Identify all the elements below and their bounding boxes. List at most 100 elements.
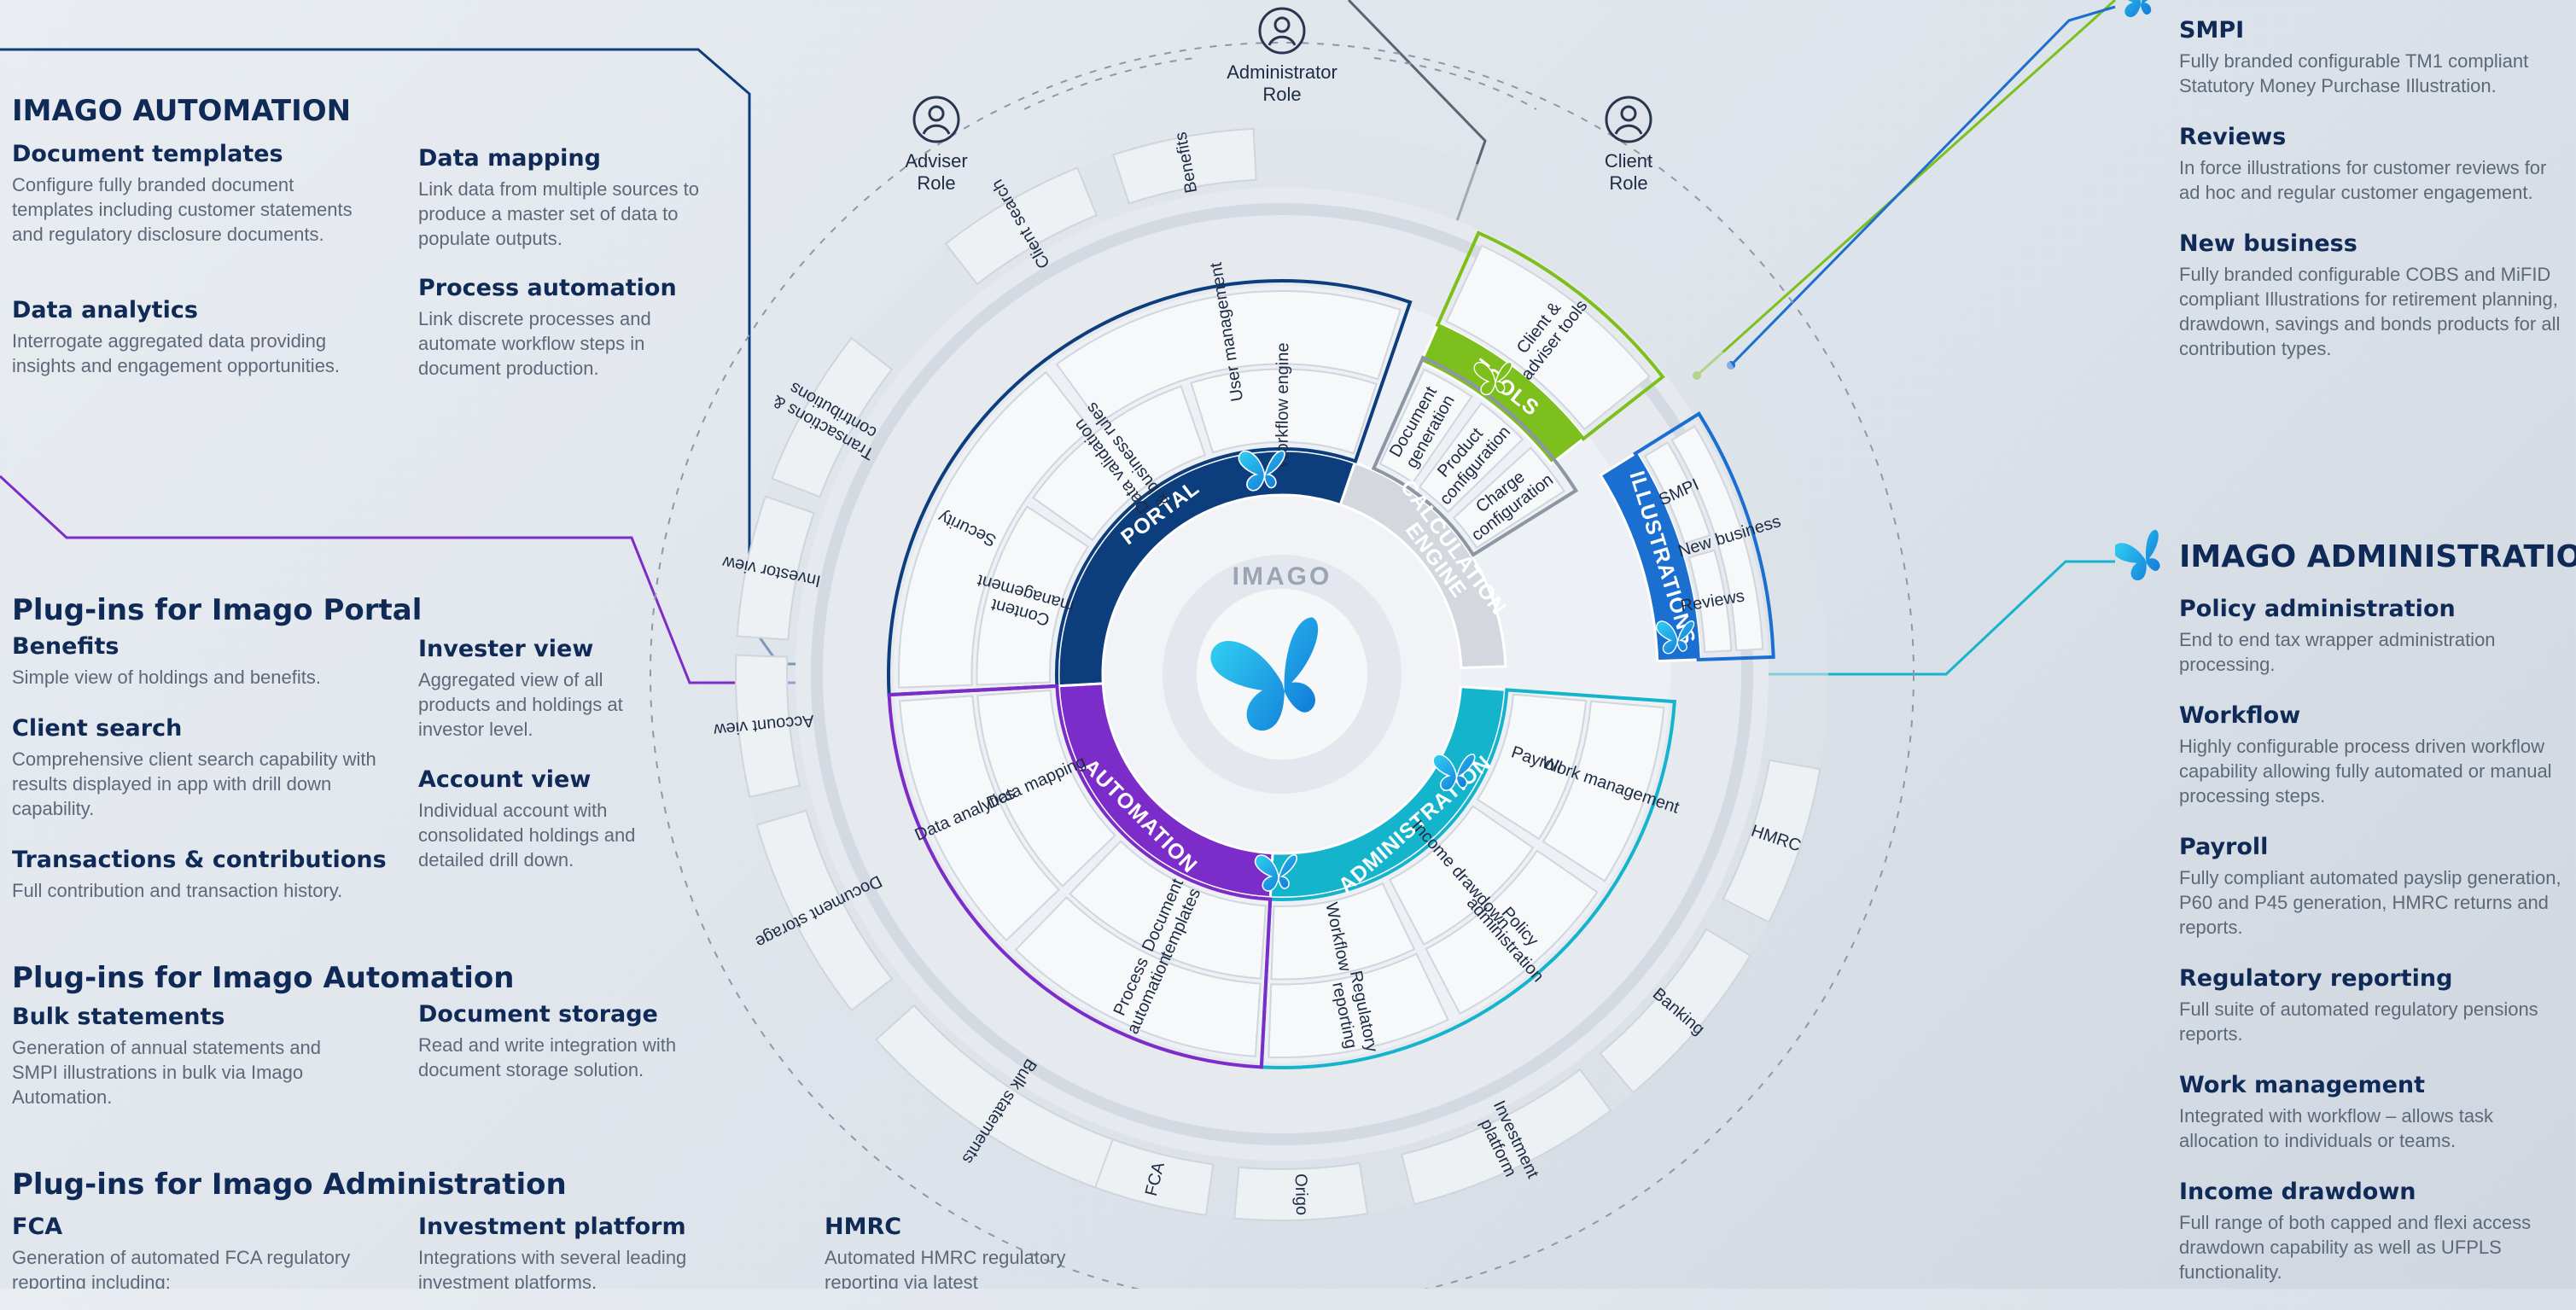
item-title: Benefits bbox=[12, 633, 119, 660]
item-desc: Configure fully branded document templat… bbox=[12, 174, 353, 245]
item-title: Policy administration bbox=[2179, 596, 2456, 622]
plugin-segment-document-storage bbox=[755, 809, 894, 1012]
module-segment-income-drawdown bbox=[1388, 805, 1535, 946]
admin-item-regulatory-reporting: Regulatory reporting Full suite of autom… bbox=[2179, 965, 2563, 1046]
plugin-segment-hmrc bbox=[1722, 759, 1821, 923]
automation-item-data-mapping: Data mapping Link data from multiple sou… bbox=[418, 145, 726, 277]
plugin-segment-account-view bbox=[735, 654, 801, 799]
admin-plugin-hmrc: HMRC Automated HMRC regulatory reporting… bbox=[825, 1214, 1098, 1289]
item-desc: Full suite of automated regulatory pensi… bbox=[2179, 999, 2538, 1045]
item-desc: Generation of automated FCA regulatory r… bbox=[12, 1247, 351, 1289]
admin-plugin-investment-platform: Investment platform Integrations with se… bbox=[418, 1214, 726, 1289]
item-desc: Fully branded configurable TM1 compliant… bbox=[2179, 50, 2529, 96]
administration-section: Policy administration End to end tax wra… bbox=[2179, 596, 2563, 1310]
item-desc: In force illustrations for customer revi… bbox=[2179, 157, 2547, 203]
module-outline-portal bbox=[887, 279, 1413, 697]
admin-item-workflow: Workflow Highly configurable process dri… bbox=[2179, 702, 2563, 808]
item-title: Document templates bbox=[12, 141, 283, 167]
item-desc: Fully compliant automated payslip genera… bbox=[2179, 867, 2561, 938]
item-title: Payroll bbox=[2179, 834, 2269, 860]
automation-item-document-templates: Document templates Configure fully brand… bbox=[12, 141, 379, 272]
diagram-segments bbox=[735, 127, 1821, 1221]
module-segment-regulatory-reporting bbox=[1268, 952, 1449, 1059]
plugin-segment-banking bbox=[1599, 928, 1751, 1094]
portal-plugin-client-search: Client search Comprehensive client searc… bbox=[12, 715, 388, 847]
automation-plugins-title: Plug-ins for Imago Automation bbox=[12, 961, 515, 995]
illustration-item-new-business: New business Fully branded configurable … bbox=[2179, 230, 2563, 361]
item-desc: Integrations with several leading invest… bbox=[418, 1247, 687, 1289]
item-desc: Link data from multiple sources to produ… bbox=[418, 178, 699, 249]
administration-header: IMAGO ADMINISTRATION bbox=[2115, 529, 2576, 589]
item-desc: Highly configurable process driven workf… bbox=[2179, 736, 2552, 806]
plugin-segment-client-search bbox=[944, 166, 1099, 286]
module-segment-data-mapping bbox=[976, 689, 1116, 888]
item-desc: Individual account with consolidated hol… bbox=[418, 800, 636, 870]
portal-plugin-account-view: Account view Individual account with con… bbox=[418, 766, 683, 898]
illustration-item-smpi: SMPI Fully branded configurable TM1 comp… bbox=[2179, 17, 2563, 98]
band-automation bbox=[1057, 682, 1274, 900]
item-title: Transactions & contributions bbox=[12, 847, 387, 873]
plugin-segment-investor-view bbox=[736, 495, 815, 641]
item-desc: Link discrete processes and automate wor… bbox=[418, 308, 651, 379]
module-outline-illustrations bbox=[1633, 411, 1775, 662]
module-segment-new-business bbox=[1670, 425, 1764, 652]
role-administrator-icon bbox=[1258, 7, 1306, 55]
item-desc: Automated HMRC regulatory reporting via … bbox=[825, 1247, 1066, 1289]
item-title: Work management bbox=[2179, 1072, 2426, 1098]
item-title: Bulk statements bbox=[12, 1004, 225, 1030]
item-title: Account view bbox=[418, 766, 592, 793]
admin-item-payroll: Payroll Fully compliant automated paysli… bbox=[2179, 834, 2563, 940]
module-outline-calc bbox=[1371, 355, 1579, 557]
module-segment-data-validation-and-business-rules bbox=[1031, 385, 1207, 542]
module-outline-administration bbox=[1259, 688, 1677, 1069]
item-desc: Aggregated view of all products and hold… bbox=[418, 669, 623, 740]
module-segment-reviews bbox=[1687, 549, 1733, 654]
band-calc bbox=[1338, 461, 1507, 670]
item-title: Regulatory reporting bbox=[2179, 965, 2453, 992]
module-segment-workflow-engine bbox=[1190, 368, 1378, 455]
module-segment-charge-configuration bbox=[1452, 446, 1565, 550]
automation-title: IMAGO AUTOMATION bbox=[12, 94, 352, 128]
admin-item-policy-administration: Policy administration End to end tax wra… bbox=[2179, 596, 2563, 677]
portal-plugins-section: Plug-ins for Imago Portal Benefits Simpl… bbox=[12, 593, 746, 901]
admin-plugins-title: Plug-ins for Imago Administration bbox=[12, 1167, 567, 1202]
plugin-label-origo: Origo bbox=[1291, 1173, 1311, 1216]
item-title: Process automation bbox=[418, 275, 677, 301]
module-segment-product-configuration bbox=[1418, 402, 1524, 514]
portal-plugins-title: Plug-ins for Imago Portal bbox=[12, 593, 423, 627]
automation-item-process-automation: Process automation Link discrete process… bbox=[418, 275, 700, 406]
module-segment-content-management bbox=[976, 505, 1090, 686]
role-arc bbox=[1373, 57, 1537, 110]
diagram-rings bbox=[650, 42, 1915, 1289]
plugin-segment-fca bbox=[1093, 1138, 1215, 1216]
item-title: HMRC bbox=[825, 1214, 902, 1240]
automation-plugins-section: Plug-ins for Imago Automation Bulk state… bbox=[12, 961, 746, 1115]
module-segment-workflow bbox=[1270, 882, 1416, 981]
plugin-segment-benefits bbox=[1111, 127, 1257, 205]
plugin-segment-transactions-and-contributions bbox=[771, 336, 894, 498]
item-title: Document storage bbox=[418, 1001, 658, 1028]
module-outline-automation bbox=[887, 684, 1273, 1069]
automation-plugin-document-storage: Document storage Read and write integrat… bbox=[418, 1001, 708, 1108]
role-adviser-icon bbox=[912, 96, 960, 143]
item-desc: Generation of annual statements and SMPI… bbox=[12, 1037, 322, 1108]
item-desc: Full contribution and transaction histor… bbox=[12, 880, 343, 901]
module-segment-data-analytics bbox=[899, 695, 1060, 942]
item-desc: Comprehensive client search capability w… bbox=[12, 748, 376, 819]
portal-plugin-transactions: Transactions & contributions Full contri… bbox=[12, 847, 405, 929]
automation-item-data-analytics: Data analytics Interrogate aggregated da… bbox=[12, 297, 388, 404]
module-segment-client-and-adviser-tools bbox=[1445, 244, 1651, 431]
module-segment-document-templates bbox=[1069, 840, 1268, 980]
role-arc bbox=[1023, 57, 1196, 110]
portal-plugin-benefits: Benefits Simple view of holdings and ben… bbox=[12, 633, 388, 715]
admin-plugin-fca: FCA Generation of automated FCA regulato… bbox=[12, 1214, 388, 1289]
center-core bbox=[1197, 589, 1367, 760]
plugin-segment-origo bbox=[1233, 1162, 1369, 1221]
item-title: Investment platform bbox=[418, 1214, 686, 1240]
administration-title: IMAGO ADMINISTRATION bbox=[2179, 539, 2576, 574]
plugin-segment-investment-platform bbox=[1401, 1068, 1612, 1206]
item-title: SMPI bbox=[2179, 17, 2245, 44]
item-title: Client search bbox=[12, 715, 183, 742]
admin-item-income-drawdown: Income drawdown Full range of both cappe… bbox=[2179, 1179, 2563, 1284]
module-segment-work-management bbox=[1542, 700, 1665, 882]
